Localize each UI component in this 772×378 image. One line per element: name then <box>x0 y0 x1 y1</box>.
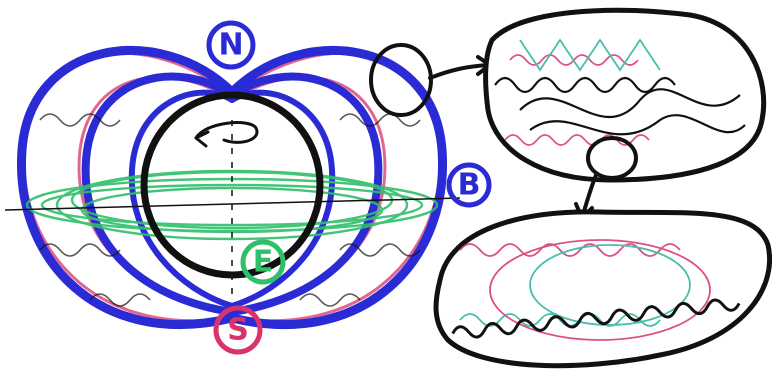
field-b-label: B <box>458 168 481 203</box>
south-pole-label: S <box>227 313 249 348</box>
inset-upper <box>486 10 764 180</box>
north-pole-label: N <box>218 28 243 63</box>
electric-e-label: E <box>253 245 274 280</box>
